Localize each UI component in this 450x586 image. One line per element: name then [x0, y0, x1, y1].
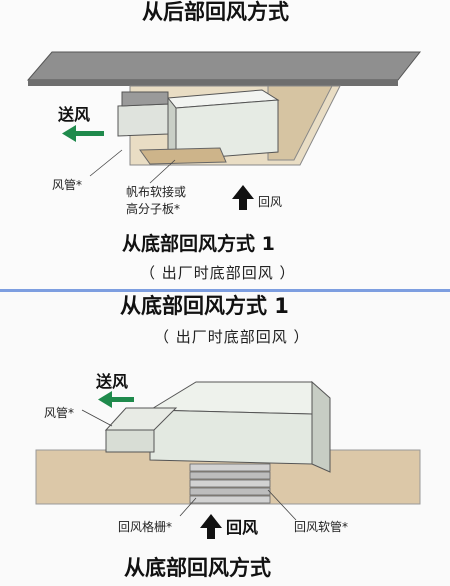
- duct-leader: [89, 149, 123, 177]
- bottom-panel: 从底部回风方式 1 （ 出厂时底部回风 ） 送风 风管* 回风格栅* 回风 回风…: [0, 292, 450, 586]
- return-arrow-icon: [200, 514, 222, 539]
- unit-front: [149, 409, 313, 465]
- top-panel: 从后部回风方式 送风 风管* 帆布软接或 高分子板* 回风 从底部回风方式 1 …: [0, 0, 450, 290]
- bottom-title: 从底部回风方式 1: [120, 294, 289, 318]
- grille-label: 回风格栅*: [118, 520, 173, 534]
- flex-leader: [149, 159, 176, 184]
- rear-return-diagram: [26, 51, 422, 210]
- duct-label: 风管*: [52, 178, 83, 192]
- supply-arrow-icon: [62, 125, 76, 142]
- duct-leader: [81, 409, 113, 427]
- top-caption-sub: （ 出厂时底部回风 ）: [140, 264, 296, 282]
- soft-duct-label: 回风软管*: [294, 520, 349, 534]
- top-title: 从后部回风方式: [142, 0, 289, 24]
- duct-outlet: [117, 103, 169, 137]
- bottom-caption: 从底部回风方式: [124, 556, 271, 580]
- return-label: 回风: [226, 518, 259, 537]
- bottom-return-diagram: [35, 380, 421, 539]
- panel-divider: [0, 289, 450, 294]
- supply-arrow-icon: [98, 391, 112, 408]
- grille-leader: [179, 497, 197, 517]
- bottom-title-sub: （ 出厂时底部回风 ）: [154, 328, 310, 346]
- return-arrow-icon: [232, 185, 254, 210]
- soft-duct-leader: [267, 489, 297, 521]
- duct-frame: [121, 91, 169, 107]
- supply-label: 送风: [96, 372, 129, 391]
- flex-label: 帆布软接或: [126, 185, 187, 199]
- ceiling-top: [26, 51, 422, 81]
- supply-label: 送风: [58, 105, 91, 124]
- ceiling-edge: [28, 80, 398, 86]
- flex-label-2: 高分子板*: [126, 202, 181, 216]
- top-caption: 从底部回风方式 1: [122, 233, 275, 255]
- return-label: 回风: [258, 195, 283, 209]
- duct-front: [105, 429, 155, 453]
- unit-side: [311, 380, 331, 473]
- supply-arrow-shaft: [110, 397, 134, 402]
- canvas-joint: [139, 147, 227, 165]
- return-hose: [189, 463, 271, 504]
- duct-label: 风管*: [44, 406, 75, 420]
- supply-arrow-shaft: [74, 131, 104, 136]
